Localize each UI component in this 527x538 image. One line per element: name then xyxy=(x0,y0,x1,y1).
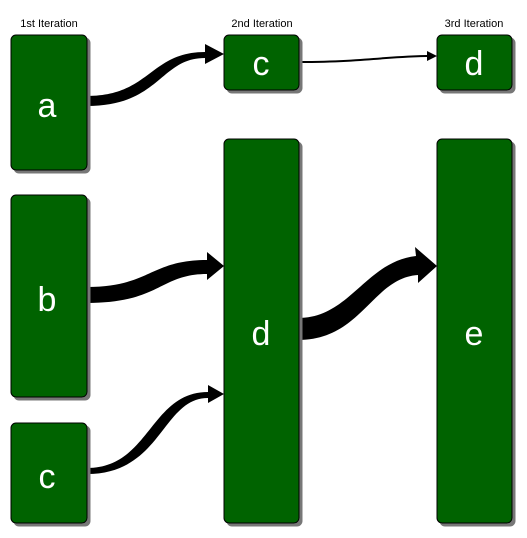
edge-a-to-c xyxy=(87,44,224,106)
node-d-iter2-label: d xyxy=(252,315,271,353)
node-c-iter2: c xyxy=(223,34,300,91)
node-b: b xyxy=(10,194,88,398)
node-d-iter3-label: d xyxy=(465,45,484,83)
node-b-label: b xyxy=(38,281,57,319)
node-e: e xyxy=(436,138,513,524)
edge-c-to-d3 xyxy=(298,51,437,63)
node-c-iter2-label: c xyxy=(253,45,270,83)
node-e-label: e xyxy=(465,315,484,353)
iteration-2-label: 2nd Iteration xyxy=(231,18,292,30)
edge-b-to-d xyxy=(87,252,224,303)
nodes: a b c c d d e xyxy=(10,34,513,524)
node-a-label: a xyxy=(38,87,57,125)
node-c-iter1: c xyxy=(10,422,88,524)
edges xyxy=(87,44,437,474)
node-a: a xyxy=(10,34,88,171)
iteration-3-label: 3rd Iteration xyxy=(445,18,504,30)
edge-c-to-d xyxy=(87,385,224,474)
node-d-iter3: d xyxy=(436,34,513,91)
edge-d-to-e xyxy=(298,247,437,340)
node-d-iter2: d xyxy=(223,138,300,524)
iteration-1-label: 1st Iteration xyxy=(20,18,77,30)
node-c-iter1-label: c xyxy=(39,458,56,496)
